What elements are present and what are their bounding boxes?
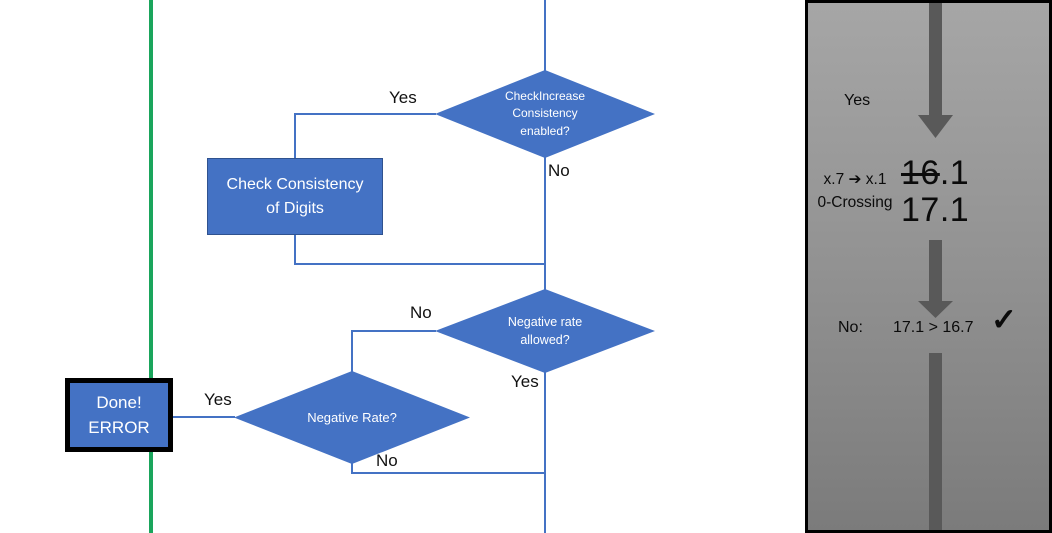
old-value: 16.1 [901,155,969,192]
zero-crossing-note: x.7 ➔ x.1 0-Crossing [810,168,900,214]
connector-yes3-horizontal [171,416,235,418]
down-arrow-head-1-icon [918,115,953,138]
decision-text-line: CheckIncrease [504,88,586,103]
new-value: 17.1 [901,191,970,229]
down-arrow-head-2-icon [918,301,953,318]
decision-checkincrease-consistency: CheckIncrease Consistency enabled? [435,70,655,158]
connector-no3-vertical [351,461,353,474]
comparison-text: 17.1 > 16.7 [893,319,974,336]
down-arrow-shaft-1 [929,3,942,115]
branch-label-no-rate-allowed: No [410,303,432,322]
connector-rect-out-vertical [294,234,296,264]
down-arrow-shaft-3 [929,353,942,530]
process-text-line: of Digits [266,199,324,217]
terminator-done-error: Done! ERROR [65,378,173,452]
terminator-text-line: Done! [96,393,142,412]
branch-label-yes-negative-rate: Yes [204,390,232,409]
branch-label-no-checkincrease: No [548,161,570,180]
decision-text-line: Negative Rate? [307,410,397,425]
connector-yes2-vertical [544,370,546,533]
old-value-struck: 16 [901,154,940,192]
decision-text-line: enabled? [520,123,570,138]
branch-label-yes-checkincrease: Yes [389,88,417,107]
old-value-rest: .1 [939,154,970,192]
decision-text-line: allowed? [520,333,570,347]
connector-no2-horizontal [351,330,436,332]
panel-no-label: No: [838,319,863,336]
decision-negative-rate-allowed: Negative rate allowed? [435,289,655,373]
branch-label-no-negative-rate: No [376,451,398,470]
panel-yes-label: Yes [844,92,871,109]
decision-text-line: Negative rate [507,315,583,329]
connector-no3-horizontal [351,472,546,474]
connector-yes1-horizontal [294,113,436,115]
connector-yes1-vertical [294,113,296,159]
zero-crossing-note-line: 0-Crossing [817,194,893,211]
decision-negative-rate: Negative Rate? [234,371,470,464]
zero-crossing-note-line: x.7 ➔ x.1 [823,171,887,188]
down-arrow-shaft-2 [929,240,942,301]
green-divider-line [149,0,153,533]
connector-rect-out-horizontal [294,263,546,265]
connector-no2-vertical [351,330,353,373]
gray-example-panel: Yes x.7 ➔ x.1 0-Crossing 16.1 17.1 No: 1… [805,0,1052,533]
value-correction: 16.1 17.1 [901,155,969,229]
terminator-text-line: ERROR [88,418,150,437]
checkmark-icon: ✓ [991,302,1017,337]
process-check-consistency-of-digits: Check Consistency of Digits [207,158,383,235]
branch-label-yes-rate-allowed: Yes [511,372,539,391]
connector-no1-vertical [544,155,546,291]
process-text-line: Check Consistency [226,175,364,193]
connector-top-vertical [544,0,546,72]
decision-text-line: Consistency [512,106,578,121]
